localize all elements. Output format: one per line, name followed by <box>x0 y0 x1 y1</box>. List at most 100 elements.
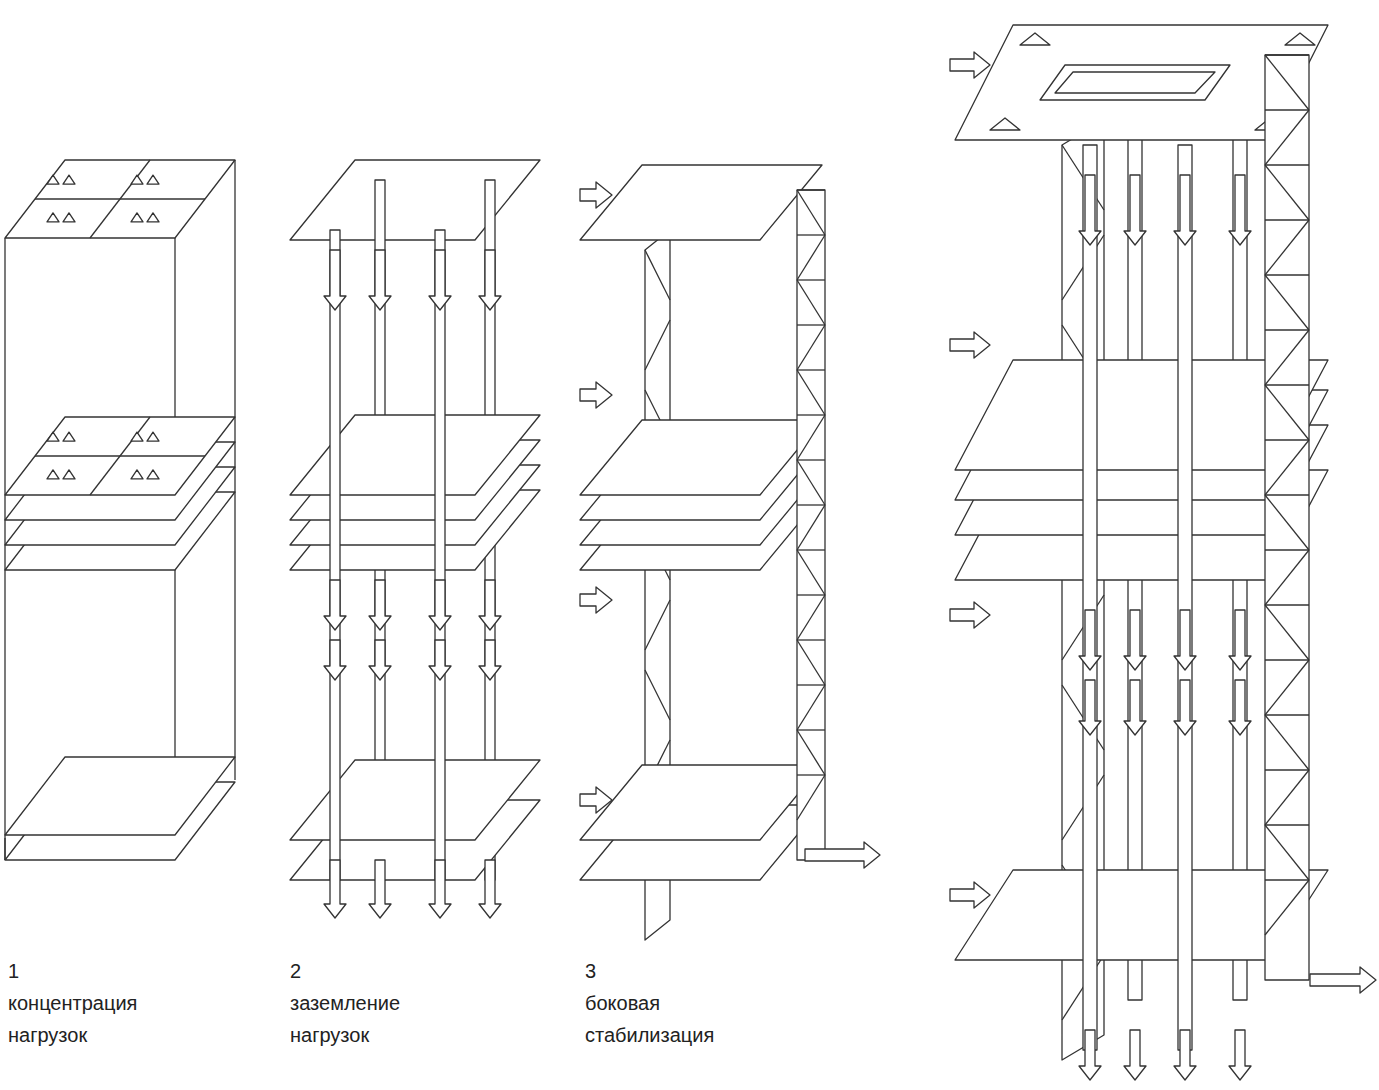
load-arrow <box>1174 610 1196 670</box>
box-edge <box>4 238 5 860</box>
wall-diagonal <box>645 250 670 300</box>
truss-chord <box>1265 714 1309 715</box>
wind-arrow <box>1310 967 1376 993</box>
truss-chord <box>797 369 825 370</box>
floor-plate <box>290 160 540 240</box>
column <box>330 230 340 880</box>
truss-diagonal <box>1265 880 1309 935</box>
truss-diagonal <box>797 685 825 730</box>
floor-plate <box>290 415 540 495</box>
floor-plate <box>5 417 235 495</box>
truss-chord <box>1265 659 1309 660</box>
truss-diagonal <box>797 730 825 775</box>
truss-chord <box>1265 219 1309 220</box>
truss-chord <box>797 189 825 190</box>
wall-diagonal <box>645 320 670 370</box>
drawing <box>5 25 1376 1080</box>
truss-diagonal <box>1265 605 1309 660</box>
load-mark <box>63 432 75 441</box>
truss-diagonal <box>1265 330 1309 385</box>
truss-chord <box>1265 54 1309 55</box>
truss-chord <box>1265 824 1309 825</box>
truss-diagonal <box>1265 165 1309 220</box>
load-mark <box>47 432 59 441</box>
truss-chord <box>1265 549 1309 550</box>
load-mark <box>47 213 59 222</box>
truss-chord <box>1265 604 1309 605</box>
truss-diagonal <box>797 280 825 325</box>
truss-diagonal <box>797 595 825 640</box>
truss-diagonal <box>797 370 825 415</box>
truss-diagonal <box>1265 440 1309 495</box>
truss-chord <box>1265 494 1309 495</box>
load-arrow <box>479 250 501 310</box>
truss-chord <box>1265 274 1309 275</box>
box-edge <box>4 838 5 860</box>
load-mark <box>1020 33 1050 45</box>
load-arrow <box>369 640 391 680</box>
load-mark <box>990 118 1020 130</box>
load-arrow <box>1229 1030 1251 1080</box>
truss-diagonal <box>1265 715 1309 770</box>
load-arrow <box>324 580 346 630</box>
load-arrow <box>1124 680 1146 735</box>
load-mark <box>63 470 75 479</box>
load-arrow <box>1174 680 1196 735</box>
truss-chord <box>797 324 825 325</box>
load-mark <box>147 432 159 441</box>
load-arrow <box>369 250 391 310</box>
truss-diagonal <box>797 415 825 460</box>
figure-caption: боковая стабилизация <box>585 987 735 1051</box>
wall-diagonal <box>645 600 670 650</box>
truss-diagonal <box>1265 110 1309 165</box>
truss-diagonal <box>797 775 825 820</box>
truss-chord <box>1265 109 1309 110</box>
truss-chord <box>1265 879 1309 880</box>
load-mark <box>131 432 143 441</box>
load-mark <box>63 175 75 184</box>
truss-diagonal <box>1265 220 1309 275</box>
wind-arrow <box>950 882 990 908</box>
figure-caption: заземление нагрузок <box>290 987 440 1051</box>
truss-diagonal <box>1265 495 1309 550</box>
load-arrow <box>1079 175 1101 245</box>
load-arrow <box>1124 610 1146 670</box>
figure-number: 2 <box>290 955 330 987</box>
load-arrow <box>1229 680 1251 735</box>
load-arrow <box>1124 1030 1146 1080</box>
truss-chord <box>1265 384 1309 385</box>
truss-diagonal <box>797 505 825 550</box>
box-edge <box>234 160 235 780</box>
truss-chord <box>1265 439 1309 440</box>
grid <box>90 160 150 238</box>
load-arrow <box>369 860 391 918</box>
wind-arrow <box>580 382 612 408</box>
truss-diagonal <box>797 550 825 595</box>
floor-plate <box>5 757 235 835</box>
truss-diagonal <box>797 235 825 280</box>
load-arrow <box>479 860 501 918</box>
load-mark <box>131 470 143 479</box>
floor-plate <box>580 420 822 495</box>
load-arrow <box>324 640 346 680</box>
load-arrow <box>429 250 451 310</box>
load-mark <box>1040 65 1230 100</box>
wind-arrow <box>950 52 990 78</box>
load-arrow <box>429 640 451 680</box>
figure-number: 3 <box>585 955 625 987</box>
truss-chord <box>797 594 825 595</box>
truss-diagonal <box>1265 660 1309 715</box>
truss-chord <box>797 684 825 685</box>
floor-plate <box>580 765 822 840</box>
floor-plate <box>290 760 540 840</box>
wind-arrow <box>580 787 612 813</box>
truss-chord <box>797 414 825 415</box>
truss-chord <box>797 729 825 730</box>
truss-chord <box>1265 769 1309 770</box>
truss <box>797 190 825 860</box>
truss-chord <box>797 774 825 775</box>
figure-caption: концентрация нагрузок <box>8 987 188 1051</box>
column <box>1178 145 1192 1050</box>
load-arrow <box>1229 175 1251 245</box>
